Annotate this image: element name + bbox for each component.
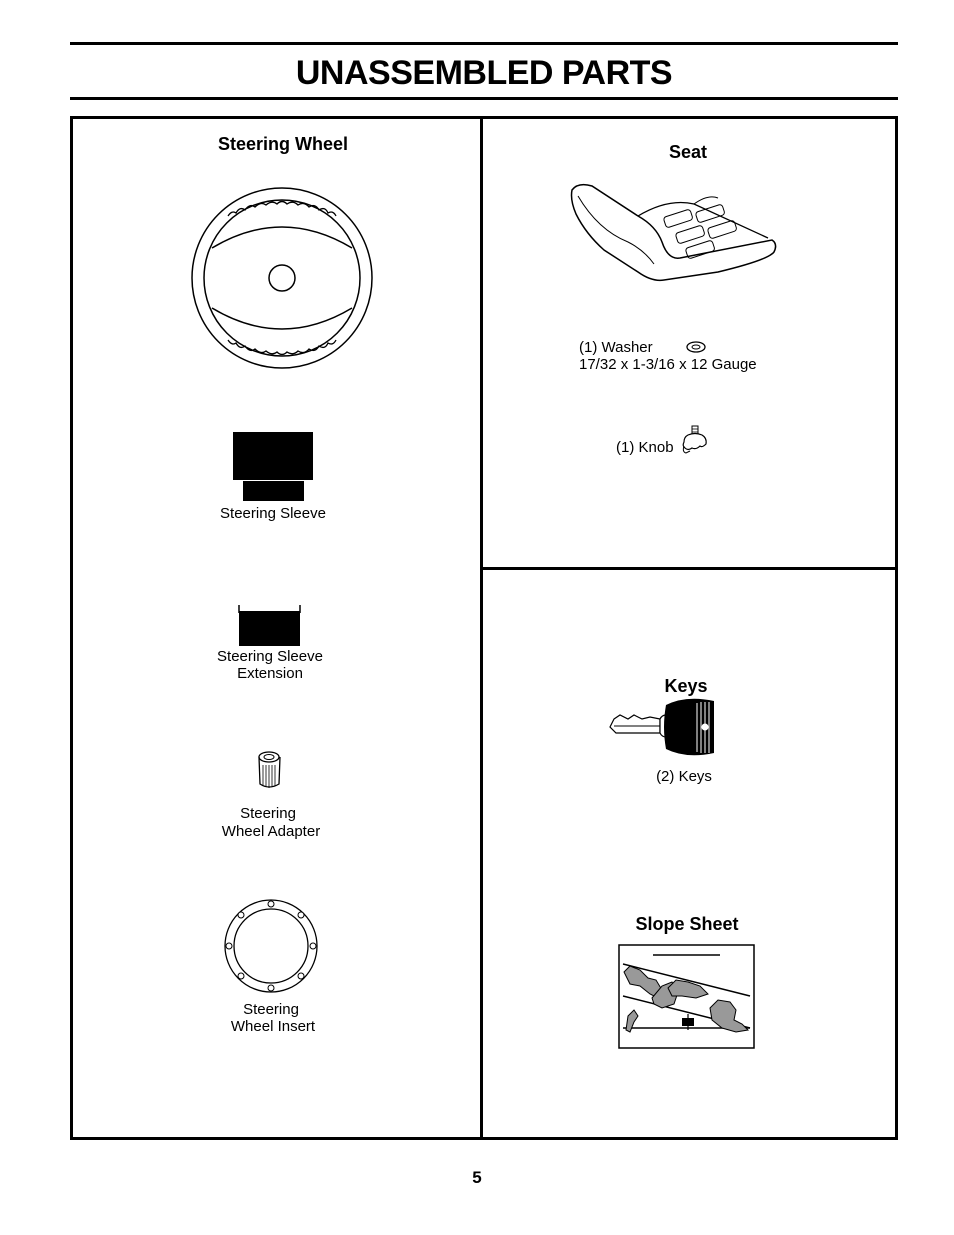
steering-sleeve-extension-illustration bbox=[238, 605, 301, 646]
steering-wheel-illustration bbox=[191, 187, 373, 369]
vertical-divider bbox=[480, 116, 483, 1140]
steering-wheel-heading: Steering Wheel bbox=[217, 134, 349, 154]
page-number: 5 bbox=[472, 1168, 482, 1187]
page-title: UNASSEMBLED PARTS bbox=[295, 54, 673, 92]
top-rule bbox=[70, 42, 898, 45]
washer-icon bbox=[686, 341, 706, 353]
knob-label: (1) Knob bbox=[616, 439, 674, 456]
title-underline-rule bbox=[70, 97, 898, 100]
seat-heading: Seat bbox=[668, 142, 708, 162]
steering-sleeve-illustration bbox=[233, 432, 313, 501]
key-illustration bbox=[609, 698, 714, 756]
steering-sleeve-extension-label-line2: Extension bbox=[237, 665, 303, 682]
keys-heading: Keys bbox=[664, 676, 708, 696]
steering-wheel-insert-label-line2: Wheel Insert bbox=[230, 1018, 316, 1035]
steering-wheel-insert-illustration bbox=[224, 899, 318, 993]
steering-wheel-adapter-label-line1: Steering bbox=[240, 805, 296, 822]
steering-wheel-insert-label-line1: Steering bbox=[243, 1001, 299, 1018]
slope-sheet-illustration bbox=[618, 944, 755, 1049]
steering-wheel-adapter-illustration bbox=[258, 751, 281, 788]
parts-box bbox=[70, 116, 898, 1140]
slope-sheet-heading: Slope Sheet bbox=[635, 914, 739, 934]
steering-sleeve-extension-label-line1: Steering Sleeve bbox=[217, 648, 323, 665]
washer-label-line1: (1) Washer bbox=[579, 339, 653, 356]
horizontal-divider bbox=[482, 567, 898, 570]
keys-label: (2) Keys bbox=[656, 768, 712, 785]
washer-label-line2: 17/32 x 1-3/16 x 12 Gauge bbox=[579, 356, 757, 373]
seat-illustration bbox=[570, 183, 777, 282]
knob-icon bbox=[682, 425, 707, 454]
steering-sleeve-label: Steering Sleeve bbox=[220, 505, 326, 522]
steering-wheel-adapter-label-line2: Wheel Adapter bbox=[221, 823, 321, 840]
